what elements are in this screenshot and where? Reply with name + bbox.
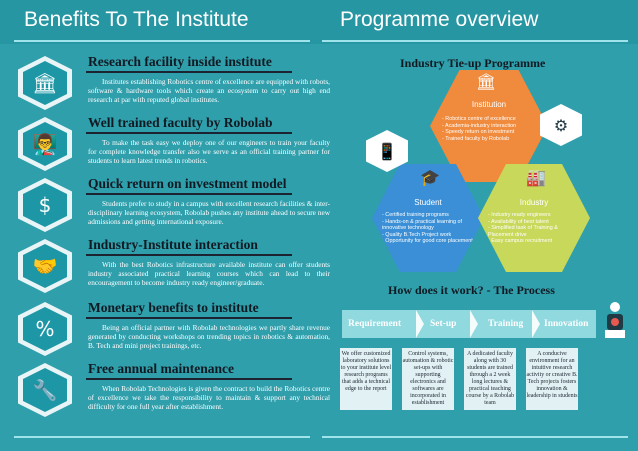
institution-list: Robotics centre of excellence Academia-i… [442,116,538,142]
institution-building-icon: 🏛 [23,61,67,105]
student-list: Certified training programs Hands-on & p… [382,212,474,245]
stage-setup: Set-up [430,319,457,329]
presenter-icon [605,302,625,338]
tablet-user-icon: 📱 [366,130,408,172]
benefit-title: Free annual maintenance [88,361,234,376]
benefit-title: Industry-Institute interaction [88,237,258,252]
stage-description: A dedicated faculty along with 30 studen… [464,348,516,410]
left-header: Benefits To The Institute [24,8,249,31]
factory-icon: 🏭 [526,168,546,187]
benefit-text: Institutes establishing Robotics centre … [88,77,330,104]
stage-description: We offer customized laboratory solutions… [340,348,392,410]
percent-icon: % [23,307,67,351]
benefit-title: Research facility inside institute [88,54,272,69]
chevron-right-icon [416,310,424,338]
chevron-right-icon [470,310,478,338]
benefit-title: Monetary benefits to institute [88,300,259,315]
money-cycle-icon: $ [23,183,67,227]
stage-training: Training [488,319,524,329]
right-header-rule [322,40,628,42]
stage-innovation: Innovation [544,319,589,329]
student-label: Student [414,198,442,207]
handshake-icon: 🤝 [23,244,67,288]
benefit-title: Quick return on investment model [88,176,287,191]
chevron-right-icon [532,310,540,338]
speaker-podium-icon: 👨‍🏫 [23,122,67,166]
stage-description: A conducive environment for an intuitive… [526,348,578,410]
industry-label: Industry [519,198,549,207]
industry-list: Industry ready engineers Availability of… [488,212,582,245]
stage-requirement: Requirement [348,319,402,329]
institution-icon: 🏛 [476,72,497,91]
benefit-text: When Robolab Technologies is given the c… [88,384,330,411]
institution-label: Institution [471,100,507,109]
benefit-text: Students prefer to study in a campus wit… [88,199,330,226]
left-header-rule [14,40,310,42]
benefit-text: Being an official partner with Robolab t… [88,323,330,350]
benefit-text: To make the task easy we deploy one of o… [88,138,330,165]
tools-icon: 🔧 [23,368,67,412]
process-bar [342,310,596,338]
process-title: How does it work? - The Process [388,283,555,297]
stage-description: Control systems, automation & robotic se… [402,348,454,410]
benefit-title: Well trained faculty by Robolab [88,115,273,130]
right-header: Programme overview [340,8,539,31]
right-footer-rule [322,436,628,438]
benefit-text: With the best Robotics infrastructure av… [88,260,330,287]
header-band [0,0,638,44]
left-footer-rule [14,436,310,438]
worker-gear-icon: ⚙ [540,104,582,146]
industry-tieup-title: Industry Tie-up Programme [400,56,546,70]
graduation-cap-icon: 🎓 [420,168,440,187]
